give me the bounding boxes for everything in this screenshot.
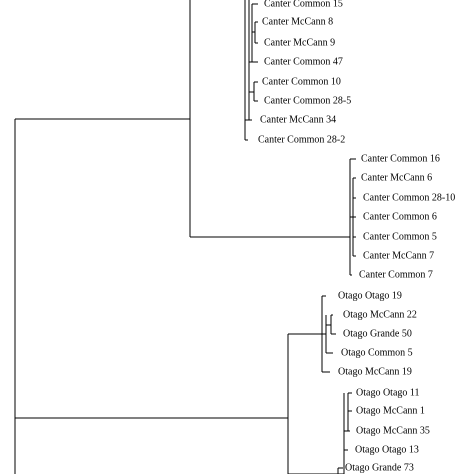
leaf-label: Otago McCann 35 — [356, 425, 430, 436]
leaf-label: Otago Grande 50 — [343, 328, 412, 339]
leaf-label: Canter McCann 7 — [363, 250, 434, 261]
leaf-label: Canter Common 6 — [363, 211, 437, 222]
leaf-label: Canter Common 28-5 — [264, 95, 351, 106]
leaf-label: Canter Common 5 — [363, 231, 437, 242]
leaf-label: Otago Otago 19 — [338, 290, 402, 301]
leaf-label: Otago McCann 1 — [356, 405, 425, 416]
leaf-label: Canter McCann 8 — [262, 16, 333, 27]
leaf-label: Canter Common 28-2 — [258, 134, 345, 145]
leaf-label: Otago Common 5 — [341, 347, 413, 358]
leaf-label: Canter McCann 34 — [260, 114, 336, 125]
leaf-label: Canter Common 47 — [264, 56, 343, 67]
leaf-label: Canter McCann 9 — [264, 37, 335, 48]
tree-branches — [14, 0, 356, 474]
leaf-label: Otago Otago 11 — [356, 387, 420, 398]
leaf-label: Otago McCann 19 — [338, 366, 412, 377]
leaf-label: Canter McCann 6 — [361, 172, 432, 183]
leaf-label: Canter Common 7 — [359, 269, 433, 280]
leaf-label: Otago Grande 73 — [345, 462, 414, 473]
leaf-label: Canter Common 16 — [361, 153, 440, 164]
leaf-label: Otago Otago 13 — [355, 444, 419, 455]
leaf-label: Canter Common 10 — [262, 76, 341, 87]
leaf-label: Canter Common 28-10 — [363, 192, 455, 203]
leaf-label: Canter Common 15 — [264, 0, 343, 9]
leaf-label: Otago McCann 22 — [343, 309, 417, 320]
leaf-labels: Canter Common 15 Canter McCann 8 Canter … — [258, 0, 455, 473]
